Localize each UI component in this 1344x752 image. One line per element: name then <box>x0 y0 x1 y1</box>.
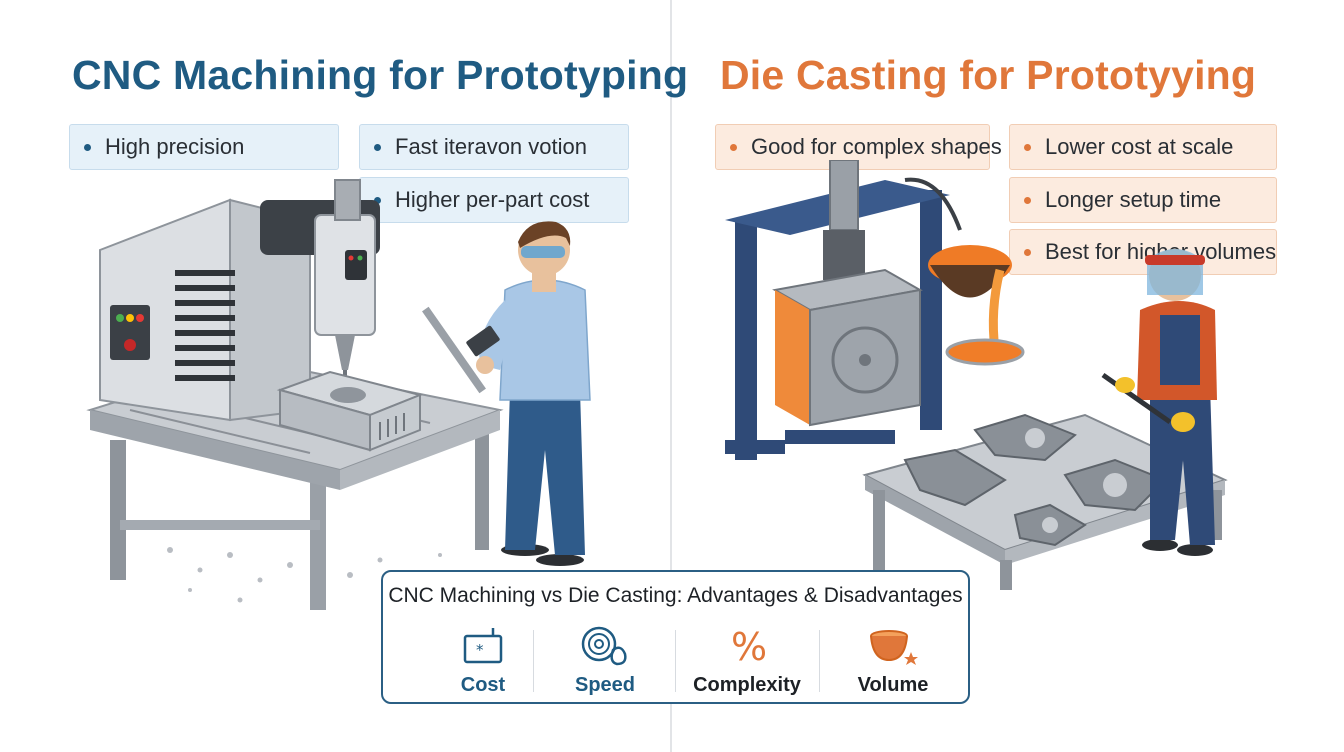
cnc-bullet-higher-cost: Higher per-part cost <box>359 177 629 223</box>
bullet-text: Higher per-part cost <box>395 187 590 212</box>
metric-speed: Speed <box>545 624 665 697</box>
cnc-title: CNC Machining for Prototyping <box>72 52 689 98</box>
comparison-summary-box: CNC Machining vs Die Casting: Advantages… <box>381 570 970 704</box>
cnc-machine-illustration <box>86 179 591 610</box>
die-casting-illustration <box>725 160 1228 590</box>
bullet-text: Lower cost at scale <box>1045 134 1234 159</box>
bullet-dot-icon <box>374 143 381 151</box>
metric-label: Complexity <box>693 674 801 696</box>
die-bullet-higher-volumes: Best for higher volumes <box>1009 229 1277 275</box>
die-casting-title: Die Casting for Prototyying <box>720 52 1257 98</box>
metric-label: Volume <box>857 674 929 696</box>
svg-text:%: % <box>731 625 767 668</box>
bullet-text: Fast iteravon votion <box>395 134 587 159</box>
bullet-dot-icon <box>1024 196 1031 204</box>
metric-separator <box>819 630 820 692</box>
percent-icon: % <box>731 625 767 668</box>
cnc-bullet-fast-iteration: Fast iteravon votion <box>359 124 629 170</box>
die-bullet-setup-time: Longer setup time <box>1009 177 1277 223</box>
bullet-dot-icon <box>374 196 381 204</box>
die-bullet-lower-cost: Lower cost at scale <box>1009 124 1277 170</box>
svg-text:*: * <box>476 641 484 659</box>
cnc-bullet-high-precision: High precision <box>69 124 339 170</box>
machine-panel-icon: * <box>463 628 503 664</box>
bowl-icon <box>870 630 918 665</box>
metric-separator <box>533 630 534 692</box>
metric-volume: Volume <box>833 624 953 697</box>
metric-complexity: % Complexity <box>687 624 807 697</box>
bullet-dot-icon <box>1024 143 1031 151</box>
spiral-timer-icon <box>581 626 627 666</box>
metric-label: Cost <box>460 674 506 696</box>
bullet-dot-icon <box>730 143 737 151</box>
metric-label: Speed <box>574 674 636 696</box>
bullet-text: Longer setup time <box>1045 187 1222 212</box>
metric-separator <box>675 630 676 692</box>
bullet-text: Good for complex shapes <box>751 134 1002 159</box>
bullet-text: High precision <box>105 134 245 159</box>
summary-title: CNC Machining vs Die Casting: Advantages… <box>388 584 963 607</box>
center-divider <box>670 0 672 752</box>
bullet-dot-icon <box>84 143 91 151</box>
metric-cost: * Cost <box>423 624 543 697</box>
bullet-dot-icon <box>1024 248 1031 256</box>
